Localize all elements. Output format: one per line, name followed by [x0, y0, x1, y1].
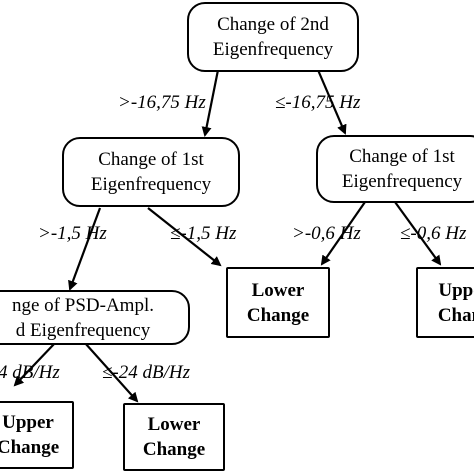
left1-node-line-1: Change of 1st	[98, 149, 204, 170]
right1-node-line-1: Change of 1st	[349, 146, 455, 167]
edge-label-right1-right: ≤-0,6 Hz	[400, 223, 467, 244]
left1-node-line-2: Eigenfrequency	[90, 174, 212, 195]
edge-root-left	[201, 69, 220, 137]
lower-change-mid-node: Lower Change	[226, 267, 330, 338]
psd-node-line-2: d Eigenfrequency	[15, 319, 151, 341]
psd-node: nge of PSD-Ampl. d Eigenfrequency	[0, 290, 190, 345]
edge-right1-left	[320, 201, 366, 266]
upper-change-bottom-node: Upper Change	[0, 401, 74, 469]
edge-right1-right	[394, 201, 442, 266]
edge-label-psd-right: ≤-24 dB/Hz	[102, 362, 191, 383]
upper-change-right-line-1: Uppe	[438, 279, 474, 301]
edge-root-right	[316, 69, 347, 135]
edge-psd-left	[13, 342, 56, 387]
psd-node-line-1: nge of PSD-Ampl.	[12, 294, 154, 316]
lower-change-mid-line-2: Change	[246, 304, 310, 326]
lower-change-bottom-line-1: Lower	[147, 414, 201, 435]
edge-label-left1-right: ≤-1,5 Hz	[170, 223, 237, 244]
edge-label-psd-left: 4 dB/Hz	[0, 362, 60, 383]
edge-left1-right	[147, 207, 222, 267]
upper-change-bottom-line-1: Upper	[2, 412, 54, 433]
edge-left1-left	[68, 207, 102, 291]
root-node: Change of 2nd Eigenfrequency	[187, 2, 359, 72]
lower-change-bottom-line-2: Change	[142, 439, 206, 460]
right1-node-line-2: Eigenfrequency	[341, 171, 463, 192]
left1-node: Change of 1st Eigenfrequency	[62, 137, 240, 207]
root-node-line-2: Eigenfrequency	[212, 39, 334, 60]
lower-change-mid-line-1: Lower	[251, 279, 305, 301]
edge-label-root-left: >-16,75 Hz	[118, 92, 206, 113]
edge-label-right1-left: >-0,6 Hz	[292, 223, 361, 244]
lower-change-bottom-node: Lower Change	[123, 403, 225, 471]
edge-label-root-right: ≤-16,75 Hz	[275, 92, 361, 113]
upper-change-right-node: Uppe Chan	[416, 267, 474, 338]
upper-change-bottom-line-2: Change	[0, 437, 60, 458]
edge-psd-right	[84, 342, 139, 403]
upper-change-right-line-2: Chan	[437, 304, 474, 326]
right1-node: Change of 1st Eigenfrequency	[316, 135, 474, 203]
edge-label-left1-left: >-1,5 Hz	[38, 223, 107, 244]
root-node-line-1: Change of 2nd	[217, 14, 329, 35]
